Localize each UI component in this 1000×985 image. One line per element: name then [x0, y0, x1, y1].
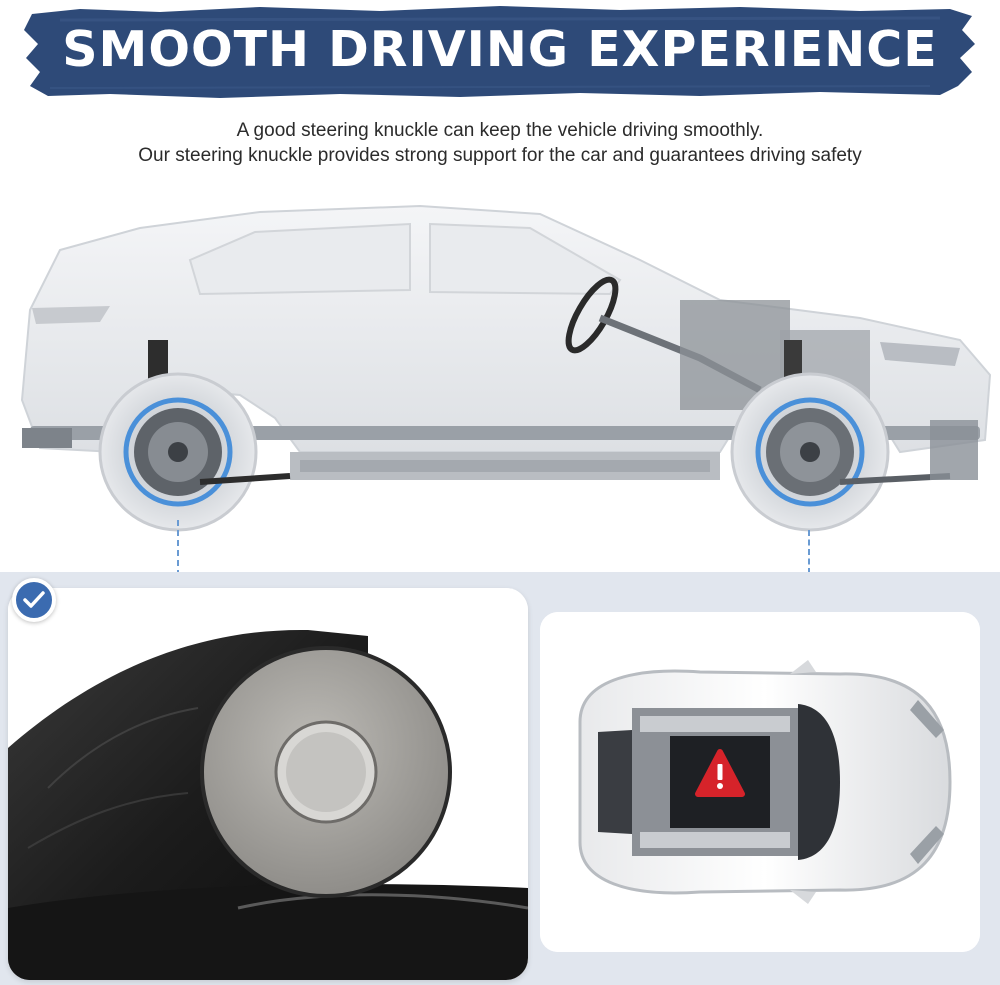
subtitle-line-1: A good steering knuckle can keep the veh… [236, 120, 764, 141]
warning-icon [695, 749, 745, 797]
check-icon [23, 591, 45, 608]
page-title: SMOOTH DRIVING EXPERIENCE [62, 21, 938, 78]
connector-line-front [808, 530, 810, 612]
knuckle-closeup-photo [8, 588, 528, 980]
knuckle-closeup-card [8, 588, 528, 980]
check-badge [12, 578, 56, 622]
connector-line-rear [177, 520, 179, 586]
car-top-view-illustration [540, 612, 980, 952]
subtitle-line-2: Our steering knuckle provides strong sup… [138, 145, 862, 166]
car-top-view-card [540, 612, 980, 952]
title-banner: SMOOTH DRIVING EXPERIENCE [0, 0, 1000, 110]
car-side-view-illustration [20, 204, 992, 532]
subtitle: A good steering knuckle can keep the veh… [0, 118, 1000, 168]
brush-stroke-background [24, 6, 975, 98]
